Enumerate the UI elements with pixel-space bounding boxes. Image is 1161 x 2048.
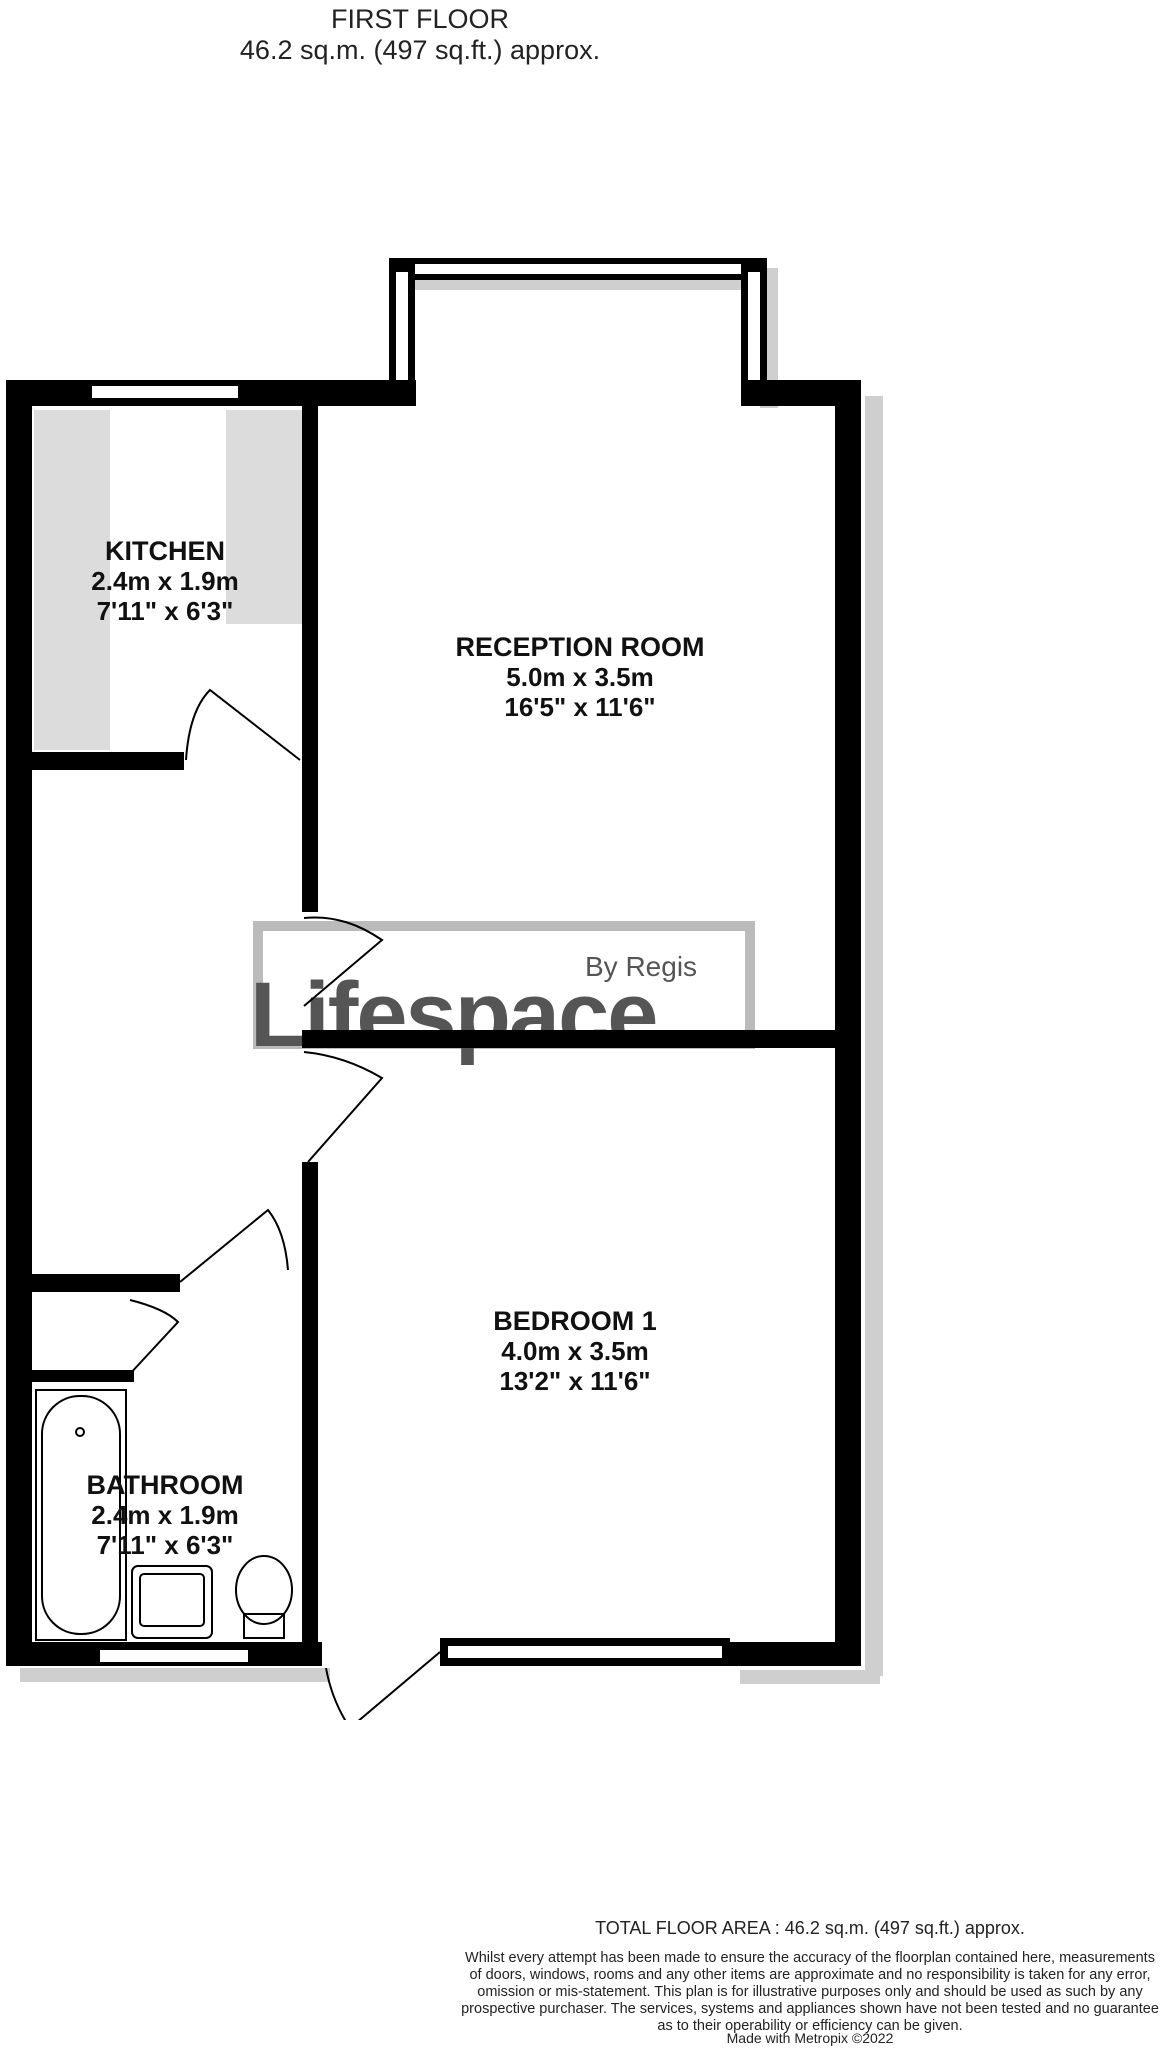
bathroom-fixtures xyxy=(35,1389,293,1641)
walls xyxy=(6,380,861,1666)
kitchen-imperial: 7'11" x 6'3" xyxy=(96,596,234,626)
floor-name: FIRST FLOOR xyxy=(330,4,510,34)
kitchen-metric: 2.4m x 1.9m xyxy=(91,566,239,596)
entrance-door xyxy=(325,1651,441,1720)
bedroom-label: BEDROOM 1 4.0m x 3.5m 13'2" x 11'6" xyxy=(430,1306,720,1396)
floor-area: 46.2 sq.m. (497 sq.ft.) approx. xyxy=(239,35,601,65)
total-floor-area: TOTAL FLOOR AREA : 46.2 sq.m. (497 sq.ft… xyxy=(595,1918,1025,1938)
bathroom-imperial: 7'11" x 6'3" xyxy=(96,1530,234,1560)
reception-name: RECEPTION ROOM xyxy=(455,632,705,662)
bedroom-door xyxy=(179,1208,289,1283)
basin xyxy=(131,1565,213,1639)
bathroom-name: BATHROOM xyxy=(86,1470,244,1500)
bathroom-metric: 2.4m x 1.9m xyxy=(91,1500,239,1530)
floor-plan: By Regis Lifespace xyxy=(6,258,883,1720)
reception-metric: 5.0m x 3.5m xyxy=(506,662,654,692)
disclaimer-line: as to their operability or efficiency ca… xyxy=(657,2018,963,2034)
bathroom-door xyxy=(127,1299,180,1377)
bath xyxy=(35,1389,127,1641)
watermark-brand: Lifespace xyxy=(250,964,656,1066)
bathroom-label: BATHROOM 2.4m x 1.9m 7'11" x 6'3" xyxy=(60,1470,270,1560)
kitchen-door xyxy=(185,688,301,761)
disclaimer: Whilst every attempt has been made to en… xyxy=(460,1950,1160,2035)
toilet xyxy=(235,1555,293,1625)
reception-label: RECEPTION ROOM 5.0m x 3.5m 16'5" x 11'6" xyxy=(420,632,740,722)
doors xyxy=(127,688,441,1720)
reception-door xyxy=(303,916,384,1007)
metropix-credit: Made with Metropix ©2022 xyxy=(726,2030,894,2046)
bay-window xyxy=(389,258,767,394)
windows xyxy=(88,380,730,1666)
bedroom-metric: 4.0m x 3.5m xyxy=(501,1336,649,1366)
bedroom-name: BEDROOM 1 xyxy=(493,1306,657,1336)
disclaimer-line: of doors, windows, rooms and any other i… xyxy=(469,1967,1151,1983)
disclaimer-line: omission or mis-statement. This plan is … xyxy=(477,1984,1143,2000)
kitchen-label: KITCHEN 2.4m x 1.9m 7'11" x 6'3" xyxy=(60,536,270,626)
disclaimer-line: prospective purchaser. The services, sys… xyxy=(461,2001,1159,2017)
reception-imperial: 16'5" x 11'6" xyxy=(504,692,656,722)
bedroom-imperial: 13'2" x 11'6" xyxy=(499,1366,651,1396)
watermark-tagline: By Regis xyxy=(585,951,697,982)
hall-door xyxy=(303,1051,384,1163)
kitchen-name: KITCHEN xyxy=(105,536,225,566)
kitchen-worktops xyxy=(34,410,304,750)
disclaimer-line: Whilst every attempt has been made to en… xyxy=(465,1950,1155,1966)
floor-header: FIRST FLOOR 46.2 sq.m. (497 sq.ft.) appr… xyxy=(0,4,840,66)
wall-shadows xyxy=(20,268,883,1684)
